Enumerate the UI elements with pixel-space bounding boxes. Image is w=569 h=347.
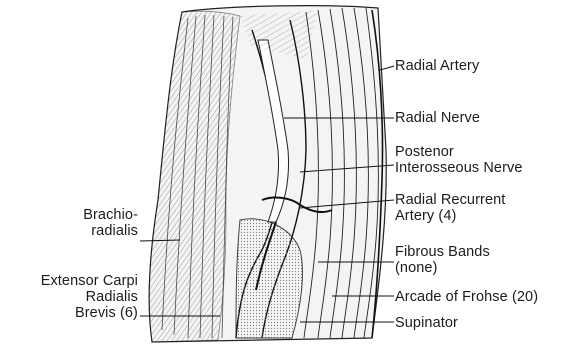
label-ecrb-line-2: Radialis (4, 289, 138, 305)
label-br-line-2: radialis (62, 223, 138, 239)
label-fb-line-1: Fibrous Bands (395, 244, 490, 260)
label-fb-line-2: (none) (395, 260, 490, 276)
label-br-line-1: Brachio- (62, 207, 138, 223)
label-radial-nerve: Radial Nerve (395, 110, 480, 126)
label-supinator: Supinator (395, 315, 458, 331)
label-rra-line-1: Radial Recurrent (395, 192, 505, 208)
label-radial-nerve-text: Radial Nerve (395, 110, 480, 126)
label-supinator-text: Supinator (395, 315, 458, 331)
supinator-muscle (236, 219, 302, 338)
label-radial-artery-text: Radial Artery (395, 58, 479, 74)
label-radial-recurrent-artery: Radial Recurrent Artery (4) (395, 192, 505, 224)
label-arcade-of-frohse: Arcade of Frohse (20) (395, 289, 538, 305)
label-ecrb: Extensor Carpi Radialis Brevis (6) (4, 273, 138, 321)
label-rra-line-2: Artery (4) (395, 208, 505, 224)
label-ecrb-line-3: Brevis (6) (4, 305, 138, 321)
label-brachioradialis: Brachio- radialis (62, 207, 138, 239)
label-posterior-interosseous-nerve: Postenor Interosseous Nerve (395, 144, 523, 176)
label-ecrb-line-1: Extensor Carpi (4, 273, 138, 289)
label-arcade-text: Arcade of Frohse (20) (395, 289, 538, 305)
label-pin-line-1: Postenor (395, 144, 523, 160)
label-pin-line-2: Interosseous Nerve (395, 160, 523, 176)
label-fibrous-bands: Fibrous Bands (none) (395, 244, 490, 276)
label-radial-artery: Radial Artery (395, 58, 479, 74)
